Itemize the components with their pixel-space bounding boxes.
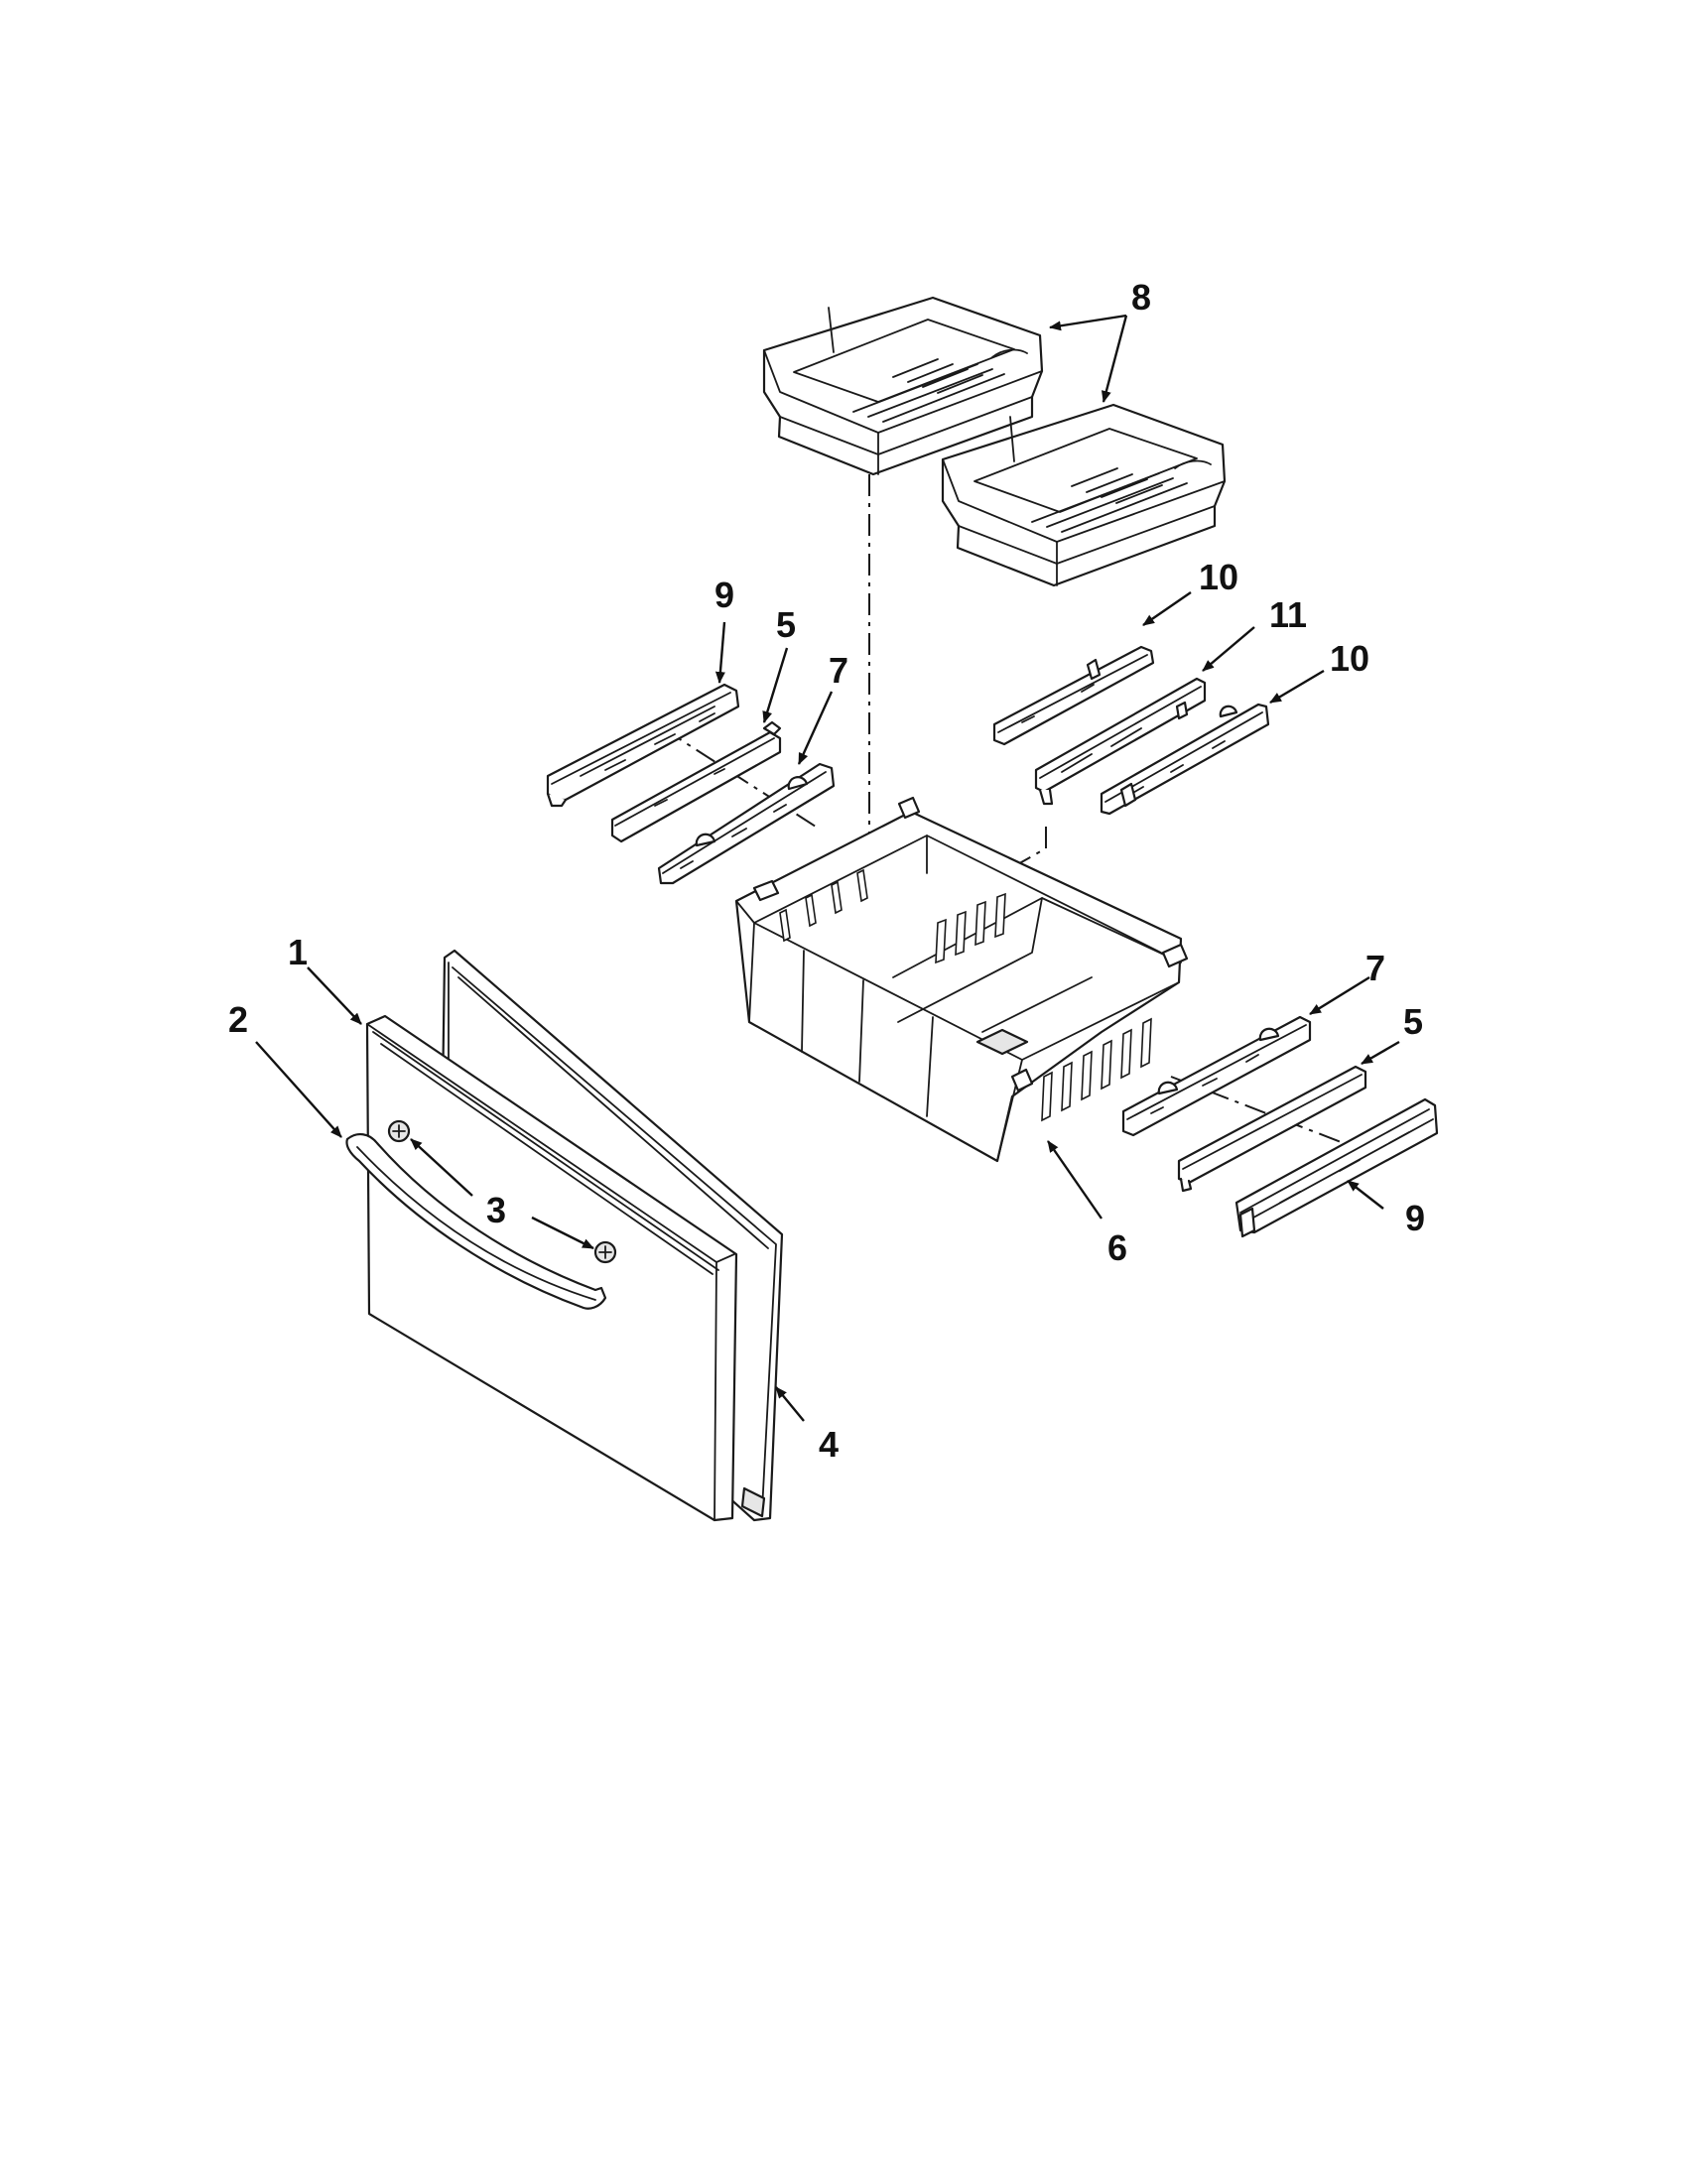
callout-8: 8 xyxy=(1131,277,1151,318)
callout-7-left: 7 xyxy=(829,650,848,691)
left-rail-bracket xyxy=(657,762,836,885)
drawer-handle xyxy=(345,1133,607,1310)
callout-5-right: 5 xyxy=(1403,1001,1423,1042)
left-rail-cover xyxy=(546,683,740,808)
upper-basket-right xyxy=(941,403,1227,587)
right-slide-rail xyxy=(1177,1065,1367,1193)
callout-10-top: 10 xyxy=(1199,557,1238,597)
main-freezer-basket xyxy=(734,796,1189,1163)
callout-9-left: 9 xyxy=(714,575,734,615)
callout-4: 4 xyxy=(819,1424,839,1465)
callout-1: 1 xyxy=(288,932,308,972)
callout-6: 6 xyxy=(1107,1227,1127,1268)
callout-10-bottom: 10 xyxy=(1330,638,1369,679)
drawer-front xyxy=(365,1014,738,1522)
alignment-line-bottom-right-rails xyxy=(1170,1076,1370,1154)
callout-7-right: 7 xyxy=(1365,948,1385,988)
right-upper-rail-bottom xyxy=(1100,703,1270,816)
right-upper-rail-top xyxy=(992,645,1155,746)
handle-screw-top xyxy=(387,1119,411,1143)
callout-9-right: 9 xyxy=(1405,1198,1425,1238)
handle-screw-bottom xyxy=(593,1240,617,1264)
leader-lines xyxy=(255,314,1400,1422)
left-slide-rail xyxy=(610,720,782,843)
callout-3: 3 xyxy=(486,1190,506,1230)
callout-2: 2 xyxy=(228,999,248,1040)
right-rail-cover xyxy=(1234,1097,1439,1238)
right-upper-center-rail xyxy=(1034,677,1207,806)
upper-basket-left xyxy=(762,296,1044,476)
callout-5-left: 5 xyxy=(776,604,796,645)
callout-11: 11 xyxy=(1269,594,1307,635)
right-rail-bracket xyxy=(1121,1015,1312,1137)
